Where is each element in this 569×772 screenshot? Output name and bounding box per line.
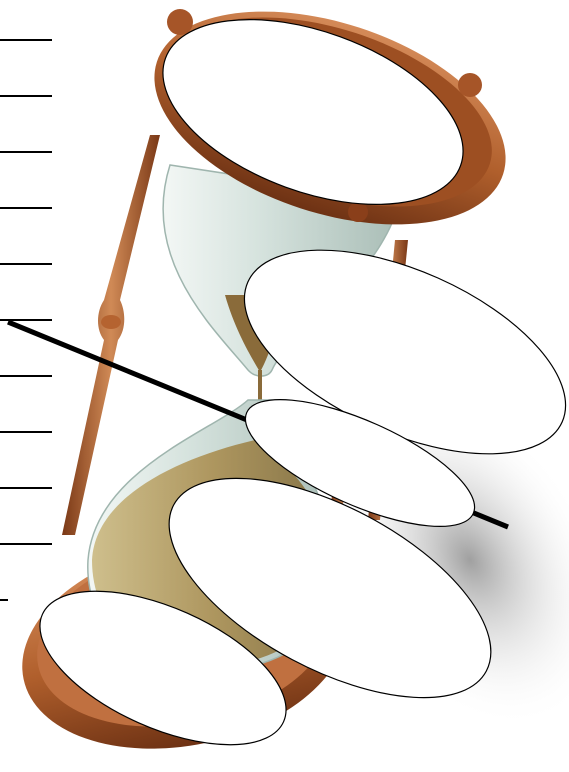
top-finial-right: [458, 73, 482, 97]
tick-marks: [0, 40, 52, 600]
top-finial-left: [167, 9, 193, 35]
top-finial-bottom: [348, 202, 368, 222]
post-bead: [101, 315, 121, 329]
